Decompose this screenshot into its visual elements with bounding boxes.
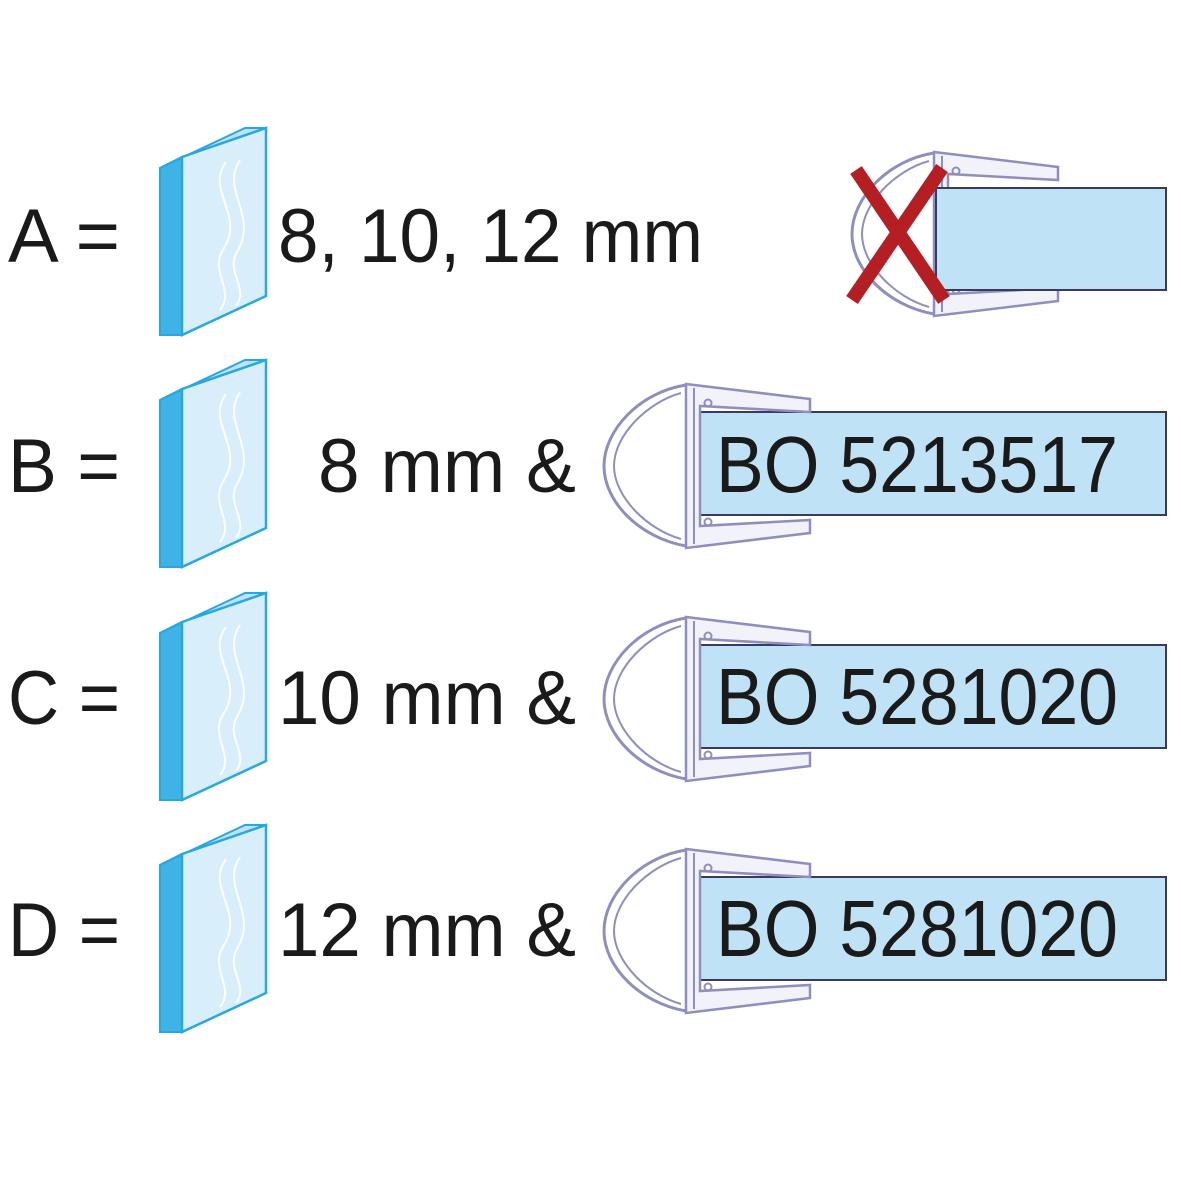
product-code: BO 5213517 <box>716 420 1118 509</box>
thickness-label: 10 mm & <box>278 656 576 741</box>
glass-pane-icon <box>158 591 268 802</box>
red-cross-icon <box>846 164 950 304</box>
row-d: D = 12 mm & BO 5281020 <box>8 823 1167 1034</box>
glass-pane-icon <box>158 823 268 1034</box>
row-letter: A = <box>8 194 120 279</box>
glass-pane-icon <box>158 126 268 337</box>
thickness-label: 8, 10, 12 mm <box>278 194 703 279</box>
product-code: BO 5281020 <box>716 884 1118 973</box>
glass-strip <box>935 187 1167 291</box>
row-letter: C = <box>8 656 120 741</box>
glass-strip <box>685 644 1167 749</box>
row-c: C = 10 mm & BO 5281020 <box>8 591 1167 802</box>
row-a: A = 8, 10, 12 mm <box>8 126 1167 337</box>
row-b: B = 8 mm & BO 5213517 <box>8 358 1167 569</box>
row-letter: D = <box>8 888 120 973</box>
thickness-label: 8 mm & <box>318 424 576 509</box>
row-letter: B = <box>8 424 120 509</box>
product-code: BO 5281020 <box>716 652 1118 741</box>
thickness-label: 12 mm & <box>278 888 576 973</box>
glass-pane-icon <box>158 358 268 569</box>
